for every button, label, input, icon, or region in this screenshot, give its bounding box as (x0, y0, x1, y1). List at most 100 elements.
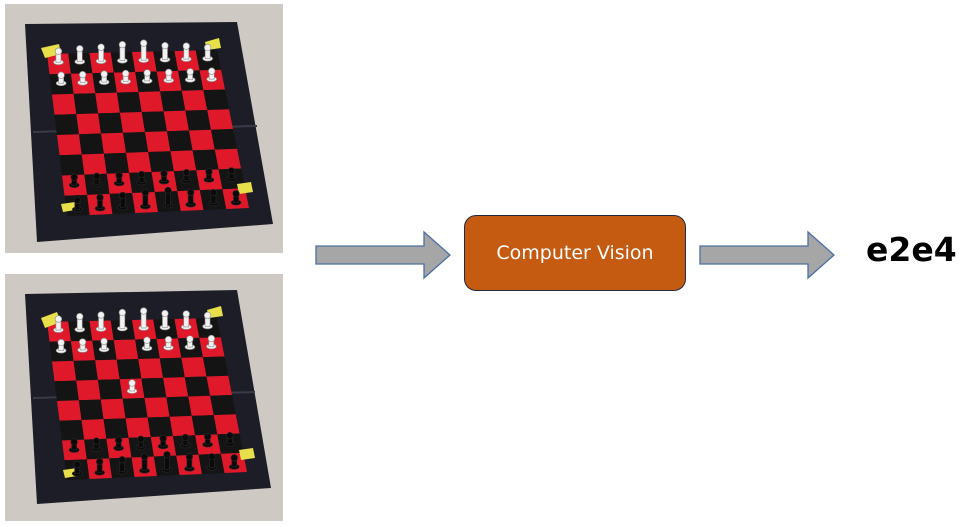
arrow-process-to-output (699, 230, 835, 280)
white-pawn (55, 71, 67, 87)
computer-vision-box: Computer Vision (464, 215, 686, 291)
white-pawn (120, 69, 131, 85)
black-piece (140, 188, 151, 210)
white-piece (74, 45, 86, 65)
board-square (97, 379, 123, 400)
board-square (76, 113, 101, 135)
board-square (73, 93, 99, 115)
board-square (214, 148, 241, 170)
chessboard-photo-after (5, 274, 283, 521)
board-square (213, 414, 240, 435)
white-piece (202, 43, 213, 62)
black-piece (208, 188, 219, 207)
board-square (170, 150, 197, 172)
board-square (148, 151, 174, 172)
black-pawn (113, 171, 125, 187)
board-square (141, 111, 167, 132)
move-output-label: e2e4 (866, 230, 957, 269)
board-square (206, 375, 232, 396)
white-pieces (53, 307, 217, 394)
black-pawn (68, 438, 80, 453)
board-square (57, 134, 82, 156)
board-square (144, 397, 170, 418)
board-square (145, 131, 171, 152)
white-pawn (141, 69, 153, 84)
white-piece (74, 312, 86, 333)
white-pawn (163, 68, 174, 84)
board-square (147, 416, 173, 437)
board-square (189, 129, 215, 151)
board-square (59, 154, 85, 176)
board-square (138, 91, 164, 112)
black-pieces (68, 167, 242, 213)
black-pawn (136, 170, 147, 186)
black-pawn (113, 436, 124, 451)
black-pawn (180, 433, 191, 449)
board-square (160, 90, 186, 112)
board-square (123, 132, 149, 153)
black-pieces (68, 432, 240, 477)
chessboard-photo-before (5, 4, 283, 253)
white-pawn (206, 67, 217, 82)
computer-vision-label: Computer Vision (496, 242, 654, 264)
white-pawn (55, 338, 67, 354)
board-square (59, 419, 85, 441)
black-pawn (226, 167, 237, 182)
black-pawn (91, 437, 102, 452)
black-pawn (203, 168, 215, 183)
board-square (141, 377, 167, 398)
board-square (95, 359, 120, 380)
board-square (76, 379, 101, 401)
black-piece (139, 453, 150, 474)
white-pawn (77, 338, 88, 353)
white-piece (117, 41, 128, 64)
white-pawn (184, 68, 196, 83)
black-piece (206, 453, 218, 471)
white-pawn (163, 336, 174, 351)
board-square (211, 129, 237, 150)
board-square (207, 109, 233, 130)
black-pawn (224, 432, 236, 447)
arrow-input-to-process (315, 230, 451, 280)
white-piece (53, 315, 64, 333)
white-piece (53, 47, 64, 66)
board-square (167, 130, 193, 152)
board-square (79, 133, 104, 155)
board-square (119, 112, 145, 133)
black-piece (161, 451, 173, 473)
board-square (98, 112, 123, 134)
black-piece (94, 458, 105, 476)
board-square (81, 419, 107, 440)
board-square (81, 153, 107, 175)
white-pawn (98, 337, 110, 353)
board-square (191, 415, 218, 436)
board-square (116, 92, 142, 113)
board-square (101, 132, 127, 154)
white-pawn (184, 335, 196, 350)
board-square (52, 93, 77, 115)
black-pawn (91, 172, 102, 188)
white-piece (117, 308, 128, 332)
board-square (138, 358, 164, 379)
black-pawn (202, 432, 213, 448)
white-piece (138, 39, 149, 63)
board-square (54, 380, 79, 401)
black-piece (228, 454, 240, 470)
white-pawn (98, 70, 110, 85)
white-piece (180, 310, 192, 330)
black-piece (94, 193, 106, 212)
board-square (73, 360, 98, 381)
black-piece (117, 191, 128, 211)
black-pawn (135, 435, 147, 451)
white-pawn (77, 71, 88, 86)
white-piece (159, 42, 171, 63)
board-square (125, 417, 151, 438)
board-square (54, 114, 79, 135)
black-piece (185, 188, 197, 208)
black-pawn (157, 434, 169, 450)
black-pawn (181, 169, 192, 184)
white-piece (159, 309, 171, 331)
board-square (126, 152, 152, 173)
black-piece (72, 196, 83, 213)
white-piece (181, 42, 192, 62)
